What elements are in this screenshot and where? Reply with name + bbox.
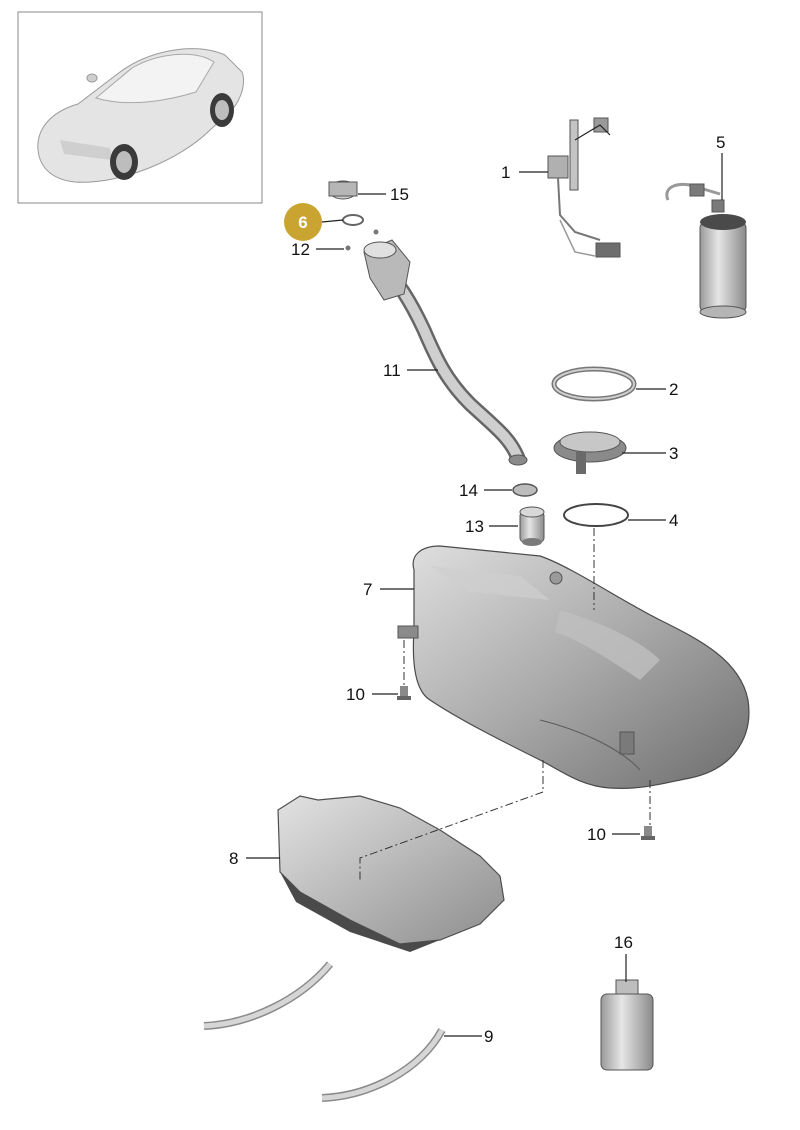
part-bolt-right: [641, 826, 655, 840]
part-o-ring: [342, 214, 364, 226]
callout-5[interactable]: 5: [716, 133, 725, 152]
callout-labels: 1 2 3 4 5 6 7 8 9 10 10 11 12 13 14 15 1…: [229, 133, 725, 1046]
callout-15[interactable]: 15: [390, 185, 409, 204]
callout-16[interactable]: 16: [614, 933, 633, 952]
part-flange-cover: [553, 431, 627, 474]
callout-7[interactable]: 7: [363, 580, 372, 599]
callout-9[interactable]: 9: [484, 1027, 493, 1046]
part-fuel-tank: [397, 545, 750, 789]
callout-1[interactable]: 1: [501, 163, 510, 182]
leader-lines: [246, 153, 723, 1037]
part-screw-small: [345, 229, 379, 251]
callout-6[interactable]: 6: [298, 213, 307, 232]
part-hose-clamp: [512, 483, 538, 497]
callout-13[interactable]: 13: [465, 517, 484, 536]
part-filler-neck: [363, 239, 528, 466]
vehicle-thumbnail: [17, 11, 263, 204]
part-additive-bottle: [600, 979, 654, 1071]
callout-14[interactable]: 14: [459, 481, 478, 500]
part-gasket: [551, 366, 637, 402]
callout-3[interactable]: 3: [669, 444, 678, 463]
part-bolt-left: [397, 686, 411, 700]
callout-10-left[interactable]: 10: [346, 685, 365, 704]
part-heat-shield: [277, 795, 505, 952]
callout-4[interactable]: 4: [669, 511, 678, 530]
car-icon: [37, 48, 245, 183]
assembly-lines: [359, 528, 651, 882]
callout-10-right[interactable]: 10: [587, 825, 606, 844]
part-hose-connector: [519, 506, 545, 546]
part-filler-cap: [328, 180, 358, 200]
part-fuel-pump: [665, 183, 747, 319]
callout-12[interactable]: 12: [291, 240, 310, 259]
part-seal-ring: [563, 503, 629, 527]
callout-11[interactable]: 11: [383, 361, 401, 380]
callout-2[interactable]: 2: [669, 380, 678, 399]
part-fuel-level-sender: [547, 117, 621, 258]
part-tank-straps: [203, 961, 446, 1102]
highlight-badge: [284, 203, 322, 241]
callout-8[interactable]: 8: [229, 849, 238, 868]
